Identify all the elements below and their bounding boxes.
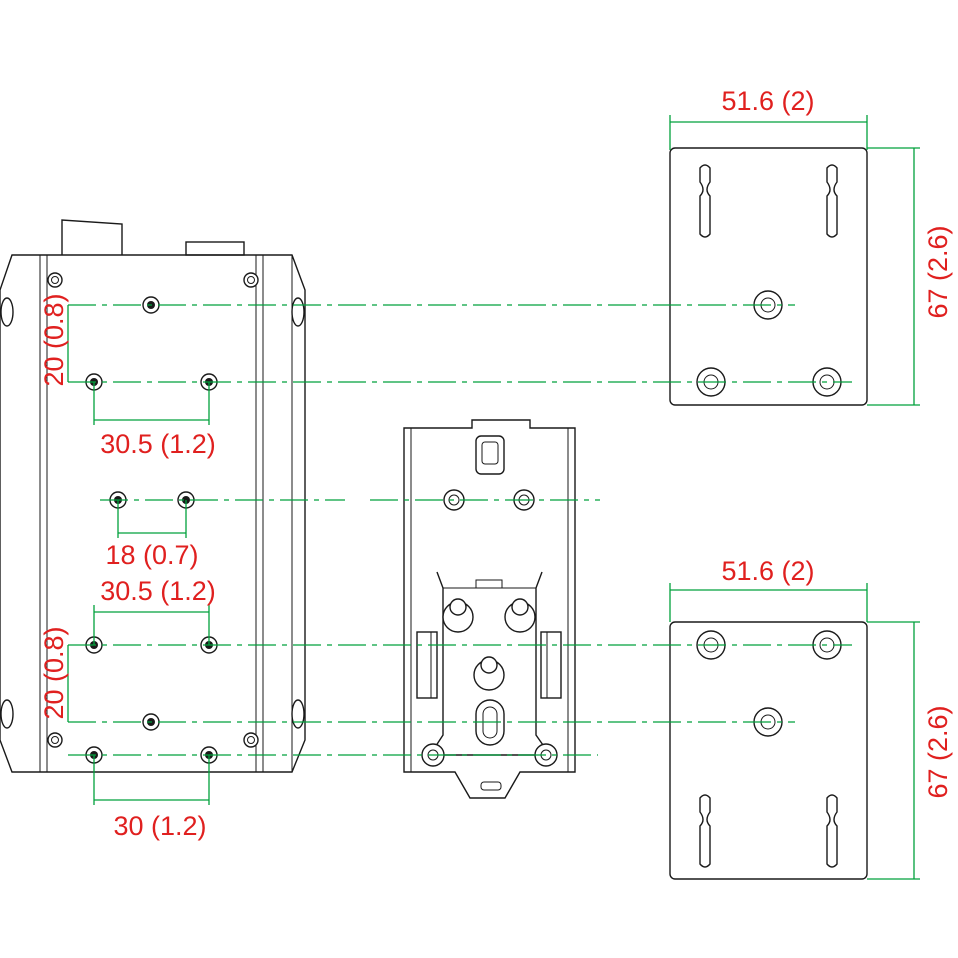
- left-upper-horizontal-label: 30.5 (1.2): [100, 429, 216, 459]
- alignment-center-lines: [68, 304, 852, 756]
- din-rail-bracket: [403, 419, 576, 799]
- left-lower-horizontal-bottom-label: 30 (1.2): [113, 811, 206, 841]
- keyhole-slot-right: [826, 794, 838, 868]
- bottom-plate-width-label: 51.6 (2): [721, 556, 814, 586]
- left-lower-vertical-label: 20 (0.8): [39, 626, 69, 719]
- bottom-plate-height-label: 67 (2.6): [923, 705, 953, 798]
- keyhole-slot-left: [699, 794, 711, 868]
- bottom-mounting-plate: [669, 621, 868, 880]
- dimension-lines: [67, 115, 920, 880]
- keyhole-slot-right: [826, 164, 838, 238]
- keyhole-slot-left: [699, 164, 711, 238]
- top-port: [185, 241, 245, 256]
- left-lower-horizontal-top-label: 30.5 (1.2): [100, 576, 216, 606]
- top-mounting-plate: [669, 147, 868, 406]
- bracket-outline: [403, 419, 576, 799]
- top-connector: [61, 219, 123, 255]
- center-spacing-label: 18 (0.7): [105, 540, 198, 570]
- dimension-labels: 51.6 (2) 67 (2.6) 51.6 (2) 67 (2.6) 20 (…: [39, 86, 953, 841]
- top-plate-width-label: 51.6 (2): [721, 86, 814, 116]
- left-upper-vertical-label: 20 (0.8): [39, 293, 69, 386]
- top-plate-height-label: 67 (2.6): [923, 225, 953, 318]
- device-mounting-holes: [85, 296, 218, 764]
